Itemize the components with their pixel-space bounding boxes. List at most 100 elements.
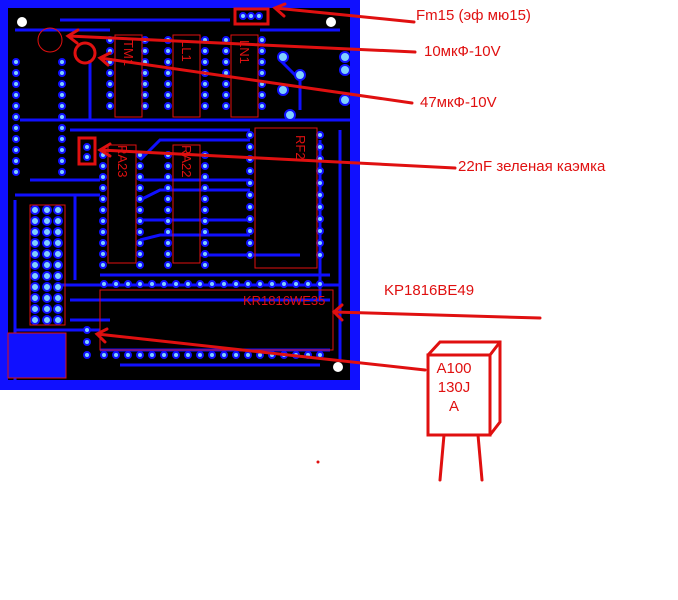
trace [139,233,250,242]
pad [136,195,144,203]
pad [136,250,144,258]
pad [239,12,247,20]
pad [201,102,209,110]
pad [201,58,209,66]
pad [58,113,66,121]
pad [246,227,254,235]
pad [42,238,52,248]
stray-dot [316,460,320,464]
pad [42,260,52,270]
pad [42,216,52,226]
pad [136,206,144,214]
pad [246,191,254,199]
pad [58,102,66,110]
pad [136,280,144,288]
arrow-transistor [94,327,427,372]
pad [222,102,230,110]
pad [201,250,209,258]
pad [316,280,324,288]
pad [30,260,40,270]
pad [12,146,20,154]
pad [83,338,91,346]
pad [58,157,66,165]
pad [222,58,230,66]
pad [184,280,192,288]
pad [136,184,144,192]
pad [201,80,209,88]
annotation-10uf: 10мкФ-10V [424,43,501,60]
pad [258,91,266,99]
pad [58,58,66,66]
pad [12,168,20,176]
pad [258,102,266,110]
pad [58,91,66,99]
pad [201,206,209,214]
pad [58,69,66,77]
pad [294,69,306,81]
pad [172,280,180,288]
pad [164,217,172,225]
pad [201,173,209,181]
pad [277,51,289,63]
pad [99,173,107,181]
capacitor-47uf-outline [73,41,97,65]
pad [12,91,20,99]
transistor-line3: A [448,398,459,415]
pad [304,280,312,288]
pad [83,326,91,334]
pad [12,113,20,121]
pad [246,143,254,151]
pad [232,351,240,359]
pad [201,195,209,203]
chip-label-rf2: RF2 [293,135,308,160]
pad [164,91,172,99]
pad [12,80,20,88]
pad [148,351,156,359]
arrow-47uf [97,51,414,105]
chip-label-ln1: LN1 [237,40,252,64]
pad [30,282,40,292]
pad [42,293,52,303]
pad [164,69,172,77]
pad [246,179,254,187]
pad [99,228,107,236]
pad [53,227,63,237]
chip-kr1816-outline [99,289,334,351]
pad [30,249,40,259]
transistor-marking: A100 130J A [430,359,478,416]
pad [12,58,20,66]
pad [258,69,266,77]
pad [30,304,40,314]
pad [246,215,254,223]
pad [148,280,156,288]
pad [124,351,132,359]
pad [12,69,20,77]
pad [100,280,108,288]
pad [83,351,91,359]
transistor-line1: A100 [436,360,472,377]
pad [164,102,172,110]
pad [222,80,230,88]
pad [160,280,168,288]
pad [106,69,114,77]
annotation-fm15: Fm15 (эф мю15) [416,7,531,24]
pad [256,280,264,288]
annotation-kp1816: KP1816BE49 [384,282,475,299]
chip-label-ra23: RA23 [115,145,130,178]
arrow-kr1816 [331,303,542,322]
pad [201,47,209,55]
pad [164,250,172,258]
pad [201,239,209,247]
chip-label-kr1816: KR1816WE35 [243,293,325,308]
pad [258,47,266,55]
pad [30,271,40,281]
pad [124,280,132,288]
chip-label-ll1: LL1 [179,40,194,62]
pad [247,12,255,20]
pad [112,280,120,288]
pad [30,205,40,215]
mounting-hole [333,362,343,372]
pad [284,109,296,121]
capacitor-10uf-outline [37,27,63,53]
pad [222,47,230,55]
